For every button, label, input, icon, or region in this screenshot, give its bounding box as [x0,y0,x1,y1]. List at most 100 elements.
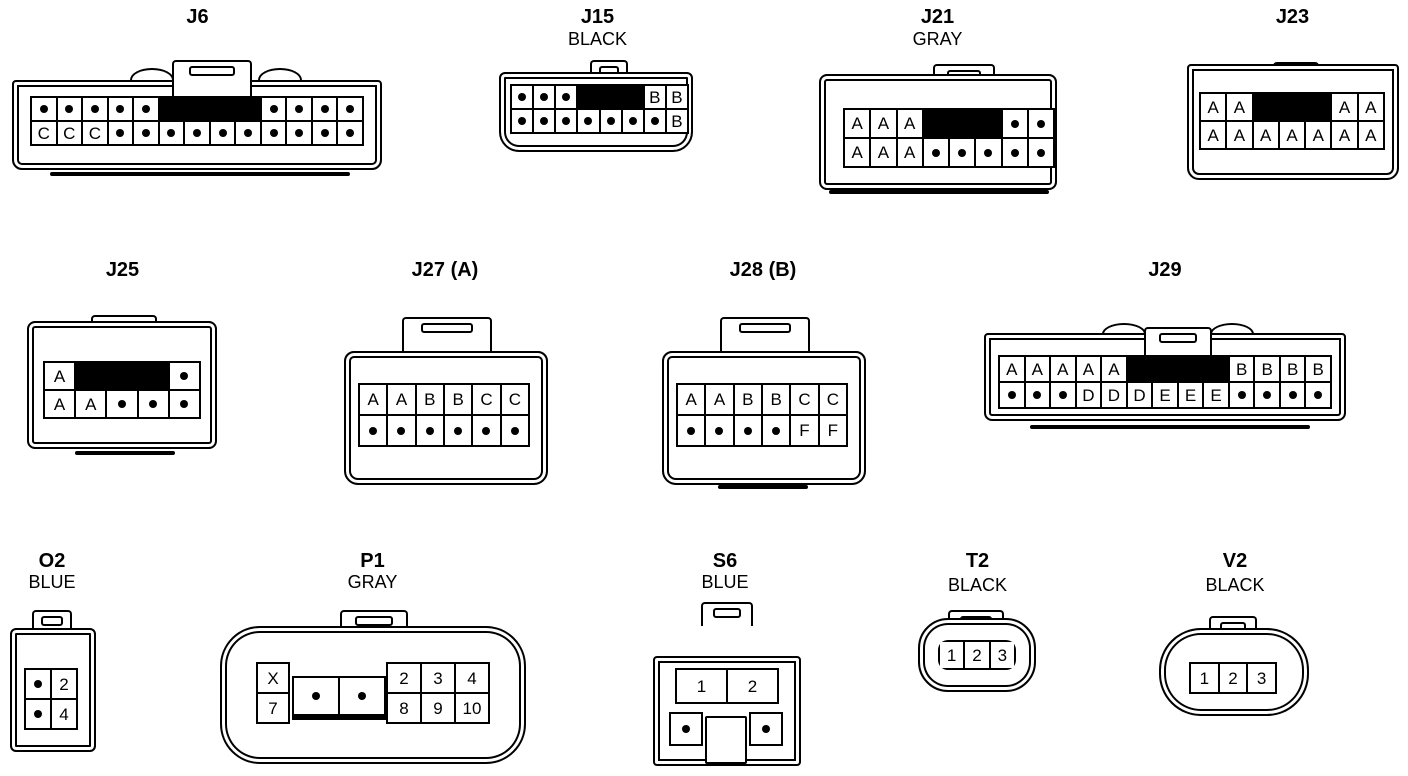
pin-cavity: 2 [52,670,76,698]
pin-cavity: 3 [1248,664,1275,692]
pin-dot [169,391,199,417]
pin-dot [261,122,286,144]
pin-gap [950,110,974,137]
connector-label: J27 (A) [411,259,479,281]
pin-dot [512,110,533,132]
connector-label: T2 [965,550,990,572]
pin-cavity: 3 [422,664,454,692]
pin-dot [159,122,184,144]
pin-cavity: B [763,385,790,414]
pin-cavity: 1 [940,642,964,668]
pin-dot [32,98,56,120]
pin-cavity: B [644,86,665,108]
pin-dot [83,98,107,120]
pin-dot [26,700,50,728]
pin-dot [338,122,362,144]
pin-dot [57,98,82,120]
pin-gap [160,98,184,120]
pin-dot [108,98,133,120]
pin-dot [185,122,209,144]
pin-cavity: B [445,385,472,414]
pin-cavity: 2 [1219,664,1247,692]
pin-cavity: A [845,139,870,166]
pin-gap [139,363,168,389]
pin-cavity: A [360,385,387,414]
pin-cavity: 2 [965,642,989,668]
connector-label: O2 [38,550,66,572]
pin-cavity: B [1280,357,1305,381]
pin-dot [416,416,443,445]
pin-dot [169,363,199,389]
pin-cavity: B [1229,357,1254,381]
pin-cavity: B [734,385,761,414]
connector-label: V2 [1222,550,1248,572]
pin-cavity: 7 [258,694,288,722]
pin-dot [1028,110,1053,137]
pin-cavity: A [1332,122,1357,148]
pin-dot [312,98,337,120]
pin-cavity: A [1332,94,1357,120]
pin-dot [287,122,311,144]
housing-foot [718,485,808,489]
housing-foot [1030,425,1310,429]
pin-2: 2 [728,670,777,702]
pin-cavity: D [1127,383,1152,407]
pin-dot [644,110,665,132]
connector-color: BLACK [947,575,1008,595]
pin-dot [287,98,311,120]
pin-cavity: A [1253,122,1278,148]
pin-gap [1153,357,1177,381]
pin-cavity: 8 [388,694,420,722]
pin-cavity: A [45,391,75,417]
pin-dot [445,416,472,445]
pin-cavity: A [706,385,733,414]
pin-cavity: A [1227,122,1252,148]
pin-cavity: A [1000,357,1024,381]
pin-gap [236,98,260,120]
pin-cavity: A [871,110,896,137]
pin-dot [1306,383,1330,407]
pin-cavity: C [32,122,56,144]
pin-cavity: E [1153,383,1177,407]
connector-color: BLACK [1205,575,1265,595]
pin-cavity: A [1025,357,1050,381]
pin-cavity: 9 [422,694,454,722]
pin-dot [312,122,337,144]
pin-cavity: B [666,86,687,108]
pin-cavity: A [678,385,705,414]
pin-dot [134,122,158,144]
pin-gap [1280,94,1304,120]
pin-cavity: A [1201,122,1226,148]
pin-cavity: A [1102,357,1126,381]
pin-dot [534,110,555,132]
pin-gap [976,110,1000,137]
pin-cavity: A [1076,357,1101,381]
pin-cavity: E [1204,383,1228,407]
pin-dot [210,122,235,144]
pin-cavity: 10 [456,694,488,722]
pin-dot [556,110,577,132]
pin-cavity: B [666,110,687,132]
pin-dot [1280,383,1305,407]
pin-gap [107,363,136,389]
pin-gap [623,86,643,108]
pin-cavity: C [819,385,846,414]
connector-label: J25 [105,259,140,281]
pin-dot [763,416,790,445]
pin-cavity: C [473,385,500,414]
pin-cavity: F [791,416,818,445]
